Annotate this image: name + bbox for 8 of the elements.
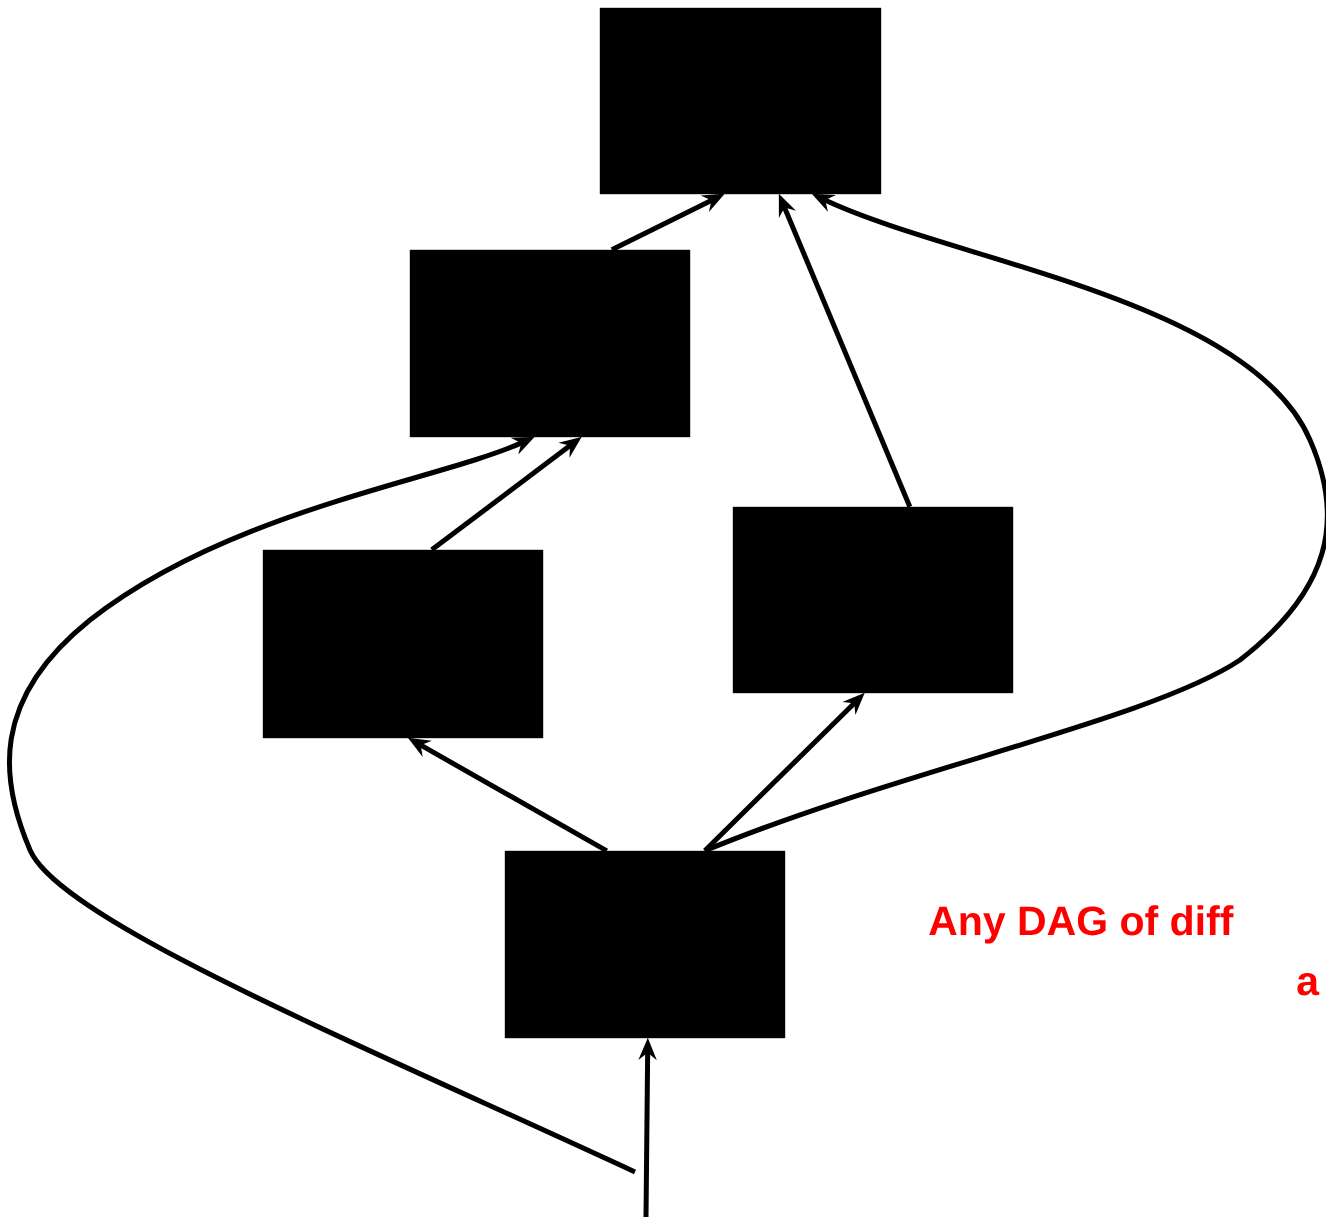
note-text: a — [1297, 972, 1320, 996]
filled-box — [262, 549, 544, 739]
arrow — [7, 436, 637, 1175]
filled-box — [409, 249, 691, 438]
filled-box — [504, 850, 786, 1039]
filled-box — [732, 506, 1014, 694]
filled-box — [599, 7, 882, 195]
note-text: Any DAG of diff — [929, 905, 1234, 944]
